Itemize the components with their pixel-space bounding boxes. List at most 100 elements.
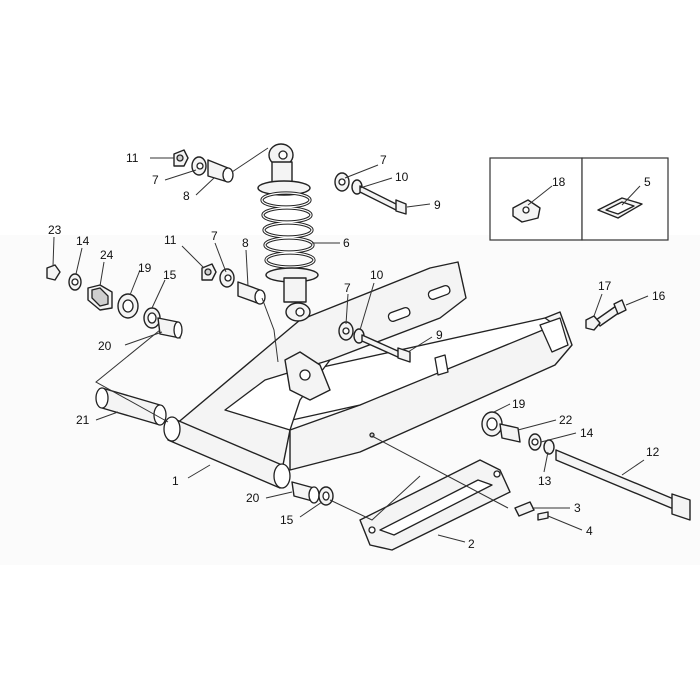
leader-c16 <box>625 295 649 306</box>
callout-20-b: 20 <box>246 491 260 505</box>
bearing-19-right-inner <box>486 417 498 431</box>
guide-pivot-left <box>95 329 169 423</box>
screw-4 <box>537 511 549 521</box>
inset-panel <box>489 157 669 241</box>
chain-guard-hole-rear <box>493 470 501 478</box>
leader-c18 <box>527 185 553 206</box>
guide-chain-guard <box>371 435 509 509</box>
leader-c10b <box>359 282 375 331</box>
leader-c9b <box>407 336 433 353</box>
leader-c8a <box>195 177 215 196</box>
callout-14-b: 14 <box>580 426 594 440</box>
callout-13: 13 <box>538 474 552 488</box>
bolt-16-head <box>613 299 627 315</box>
washer-7-lower-right-hole <box>342 327 350 335</box>
guide-shock-upper <box>231 147 269 173</box>
nut-23 <box>46 264 61 281</box>
leader-c19a <box>129 269 141 296</box>
bushing-20-right-end <box>308 486 320 504</box>
nut-13 <box>543 439 555 455</box>
chain-guard-hole-front <box>368 526 376 534</box>
callout-23: 23 <box>48 223 62 237</box>
bearing-19-left-inner <box>122 299 134 313</box>
shock-spring-highlight-4 <box>264 237 314 253</box>
nut-11-lower-hole <box>204 268 212 276</box>
leader-c14a <box>75 247 83 275</box>
leader-lines <box>52 147 649 543</box>
callout-3: 3 <box>574 501 581 515</box>
leader-c14b <box>540 432 577 443</box>
callout-5: 5 <box>644 175 651 189</box>
callout-10-b: 10 <box>370 268 384 282</box>
shock-bottom-eye-hole <box>295 307 305 317</box>
callout-7-a: 7 <box>152 173 159 187</box>
shock-top-collar <box>257 180 311 196</box>
shock-lower-body <box>283 277 307 303</box>
callout-9-a: 9 <box>434 198 441 212</box>
callout-6: 6 <box>343 236 350 250</box>
swingarm-slot-front <box>387 306 411 322</box>
leader-c5 <box>621 185 641 206</box>
ring-15-left-hole <box>147 312 157 324</box>
callout-20-a: 20 <box>98 339 112 353</box>
swingarm-slot-rear <box>427 284 451 300</box>
leader-c12 <box>621 459 645 476</box>
callout-8-a: 8 <box>183 189 190 203</box>
swingarm-chain-tab <box>434 354 449 376</box>
callout-19-a: 19 <box>138 261 152 275</box>
shock-spring-highlight-2 <box>262 207 312 223</box>
leader-c7c <box>214 242 227 273</box>
spacer-tube-21-end-right <box>153 404 167 426</box>
leader-c7b <box>344 164 379 179</box>
chain-guard <box>359 459 511 551</box>
callout-16: 16 <box>652 289 666 303</box>
bushing-22 <box>499 423 521 443</box>
swingarm-shock-bracket-hole <box>299 369 311 381</box>
leader-c15b <box>299 501 323 518</box>
leader-c1 <box>187 464 211 479</box>
leader-c11b <box>181 245 205 269</box>
callout-15-a: 15 <box>163 268 177 282</box>
leader-c10a <box>359 177 393 189</box>
ring-15-right-hole <box>322 491 330 501</box>
leader-c7a <box>164 169 197 181</box>
leader-c15a <box>151 279 166 309</box>
bolt-9-upper <box>359 185 399 212</box>
callout-4: 4 <box>586 524 593 538</box>
callout-15-b: 15 <box>280 513 294 527</box>
guide-pivot-right <box>329 475 421 521</box>
bolt-9-lower-head <box>397 347 411 363</box>
callout-18: 18 <box>552 175 566 189</box>
bushing-20-left-end <box>173 321 183 339</box>
swingarm-pivot-tube-end-right <box>273 463 291 489</box>
leader-c22 <box>517 419 557 431</box>
callout-17: 17 <box>598 279 612 293</box>
left-pivot-hardware <box>46 264 183 426</box>
swingarm-pivot-tube-end-left <box>163 416 181 442</box>
leader-c7d <box>345 293 349 325</box>
shock-absorber <box>257 143 319 322</box>
swingarm <box>163 261 573 489</box>
washer-7-upper-left-hole <box>196 162 204 170</box>
leader-c2 <box>437 534 466 543</box>
leader-c20b <box>265 491 293 499</box>
right-pivot-hardware <box>291 299 691 521</box>
leader-c13 <box>543 451 549 473</box>
callout-labels: 1 2 3 4 5 6 7 7 7 7 8 8 9 9 10 10 11 11 … <box>48 151 666 551</box>
callout-2: 2 <box>468 537 475 551</box>
adjuster-24-thread <box>91 287 109 307</box>
washer-14-left-hole <box>71 278 79 286</box>
leader-c8b <box>245 249 249 287</box>
leader-c21 <box>95 411 119 421</box>
leader-c17 <box>593 293 603 317</box>
leader-c23 <box>52 236 55 267</box>
callout-24: 24 <box>100 248 114 262</box>
shock-spring-highlight-1 <box>261 192 311 208</box>
callout-19-b: 19 <box>512 397 526 411</box>
shock-spring-highlight-5 <box>265 252 315 268</box>
clip-5-face <box>605 201 635 215</box>
leader-c9a <box>406 203 431 208</box>
callout-11-b: 11 <box>164 233 177 247</box>
callout-10-a: 10 <box>395 170 409 184</box>
